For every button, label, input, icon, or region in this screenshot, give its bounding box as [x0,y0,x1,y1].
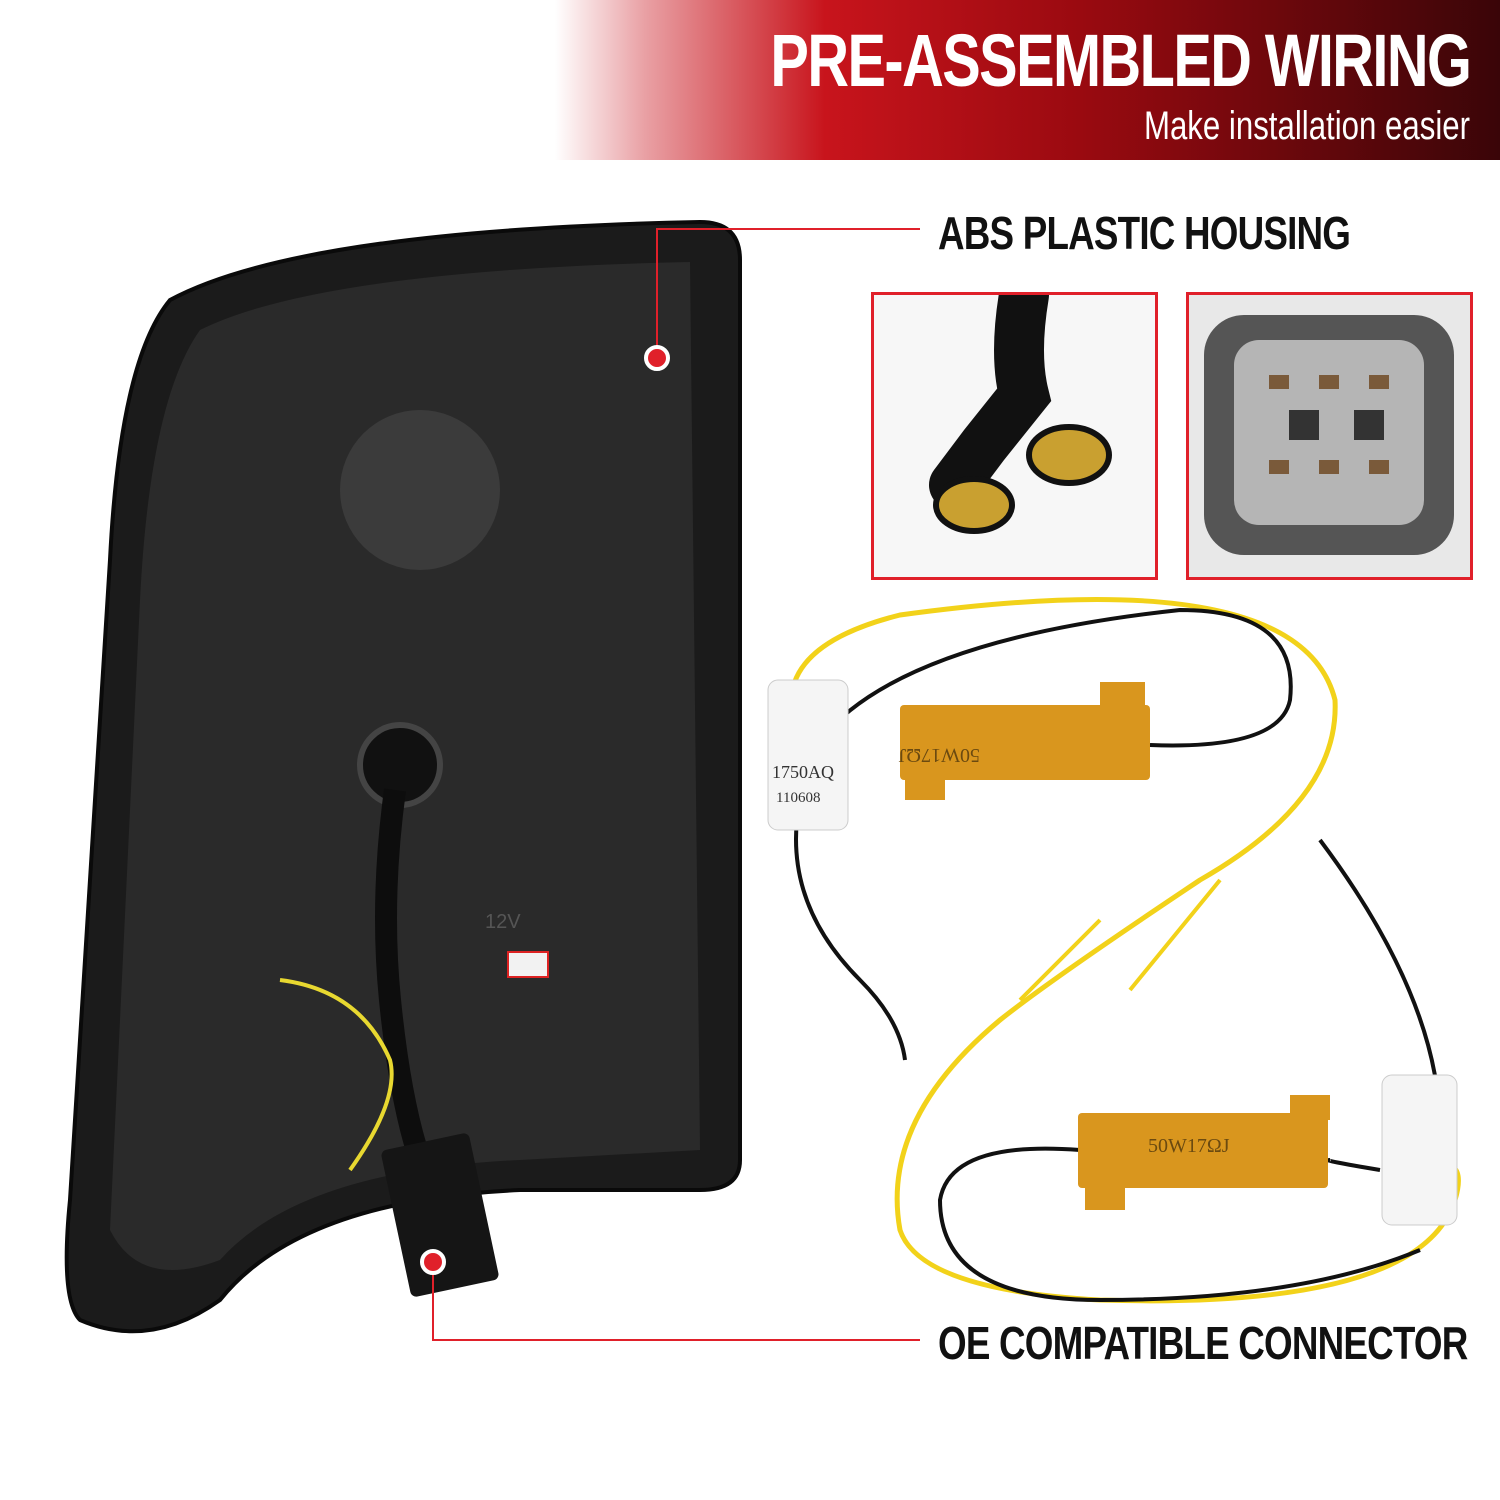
qc-sticker [507,951,549,978]
connector-callout-dot [420,1249,446,1275]
wire-black-1 [794,607,1293,1061]
wire-tag-bottom [1381,1074,1458,1226]
bulb-socket-cover [340,410,500,570]
load-resistor-top: 50W17ΩJ [898,682,1150,800]
svg-text:50W17ΩJ: 50W17ΩJ [898,744,980,766]
wire-black-2 [937,838,1442,1303]
yellow-lead [279,978,394,1172]
header-banner: PRE-ASSEMBLED WIRING Make installation e… [0,0,1500,160]
connector-callout-label: OE COMPATIBLE CONNECTOR [938,1317,1468,1369]
svg-text:1750AQ: 1750AQ [772,762,834,782]
page-subtitle: Make installation easier [1143,104,1470,148]
inset-bullet-connector-photo [871,292,1158,580]
inset-oe-plug-photo [1186,292,1473,580]
wire-yellow-2 [1018,878,1222,1002]
page-title: PRE-ASSEMBLED WIRING [770,19,1472,102]
svg-text:50W17ΩJ: 50W17ΩJ [1148,1135,1230,1157]
housing-callout-dot [644,345,670,371]
load-resistor-bottom: 50W17ΩJ [1078,1095,1330,1210]
svg-text:110608: 110608 [776,790,820,806]
housing-callout-label: ABS PLASTIC HOUSING [938,207,1351,259]
connector-callout-line [432,1262,920,1341]
wire-yellow-1 [788,597,1461,1304]
voltage-marking: 12V [485,911,521,933]
oe-connector [381,1133,499,1297]
wire-tag-top: 1750AQ 110608 [767,679,849,831]
housing-callout-line [656,228,920,358]
wire-harness [375,788,431,1164]
